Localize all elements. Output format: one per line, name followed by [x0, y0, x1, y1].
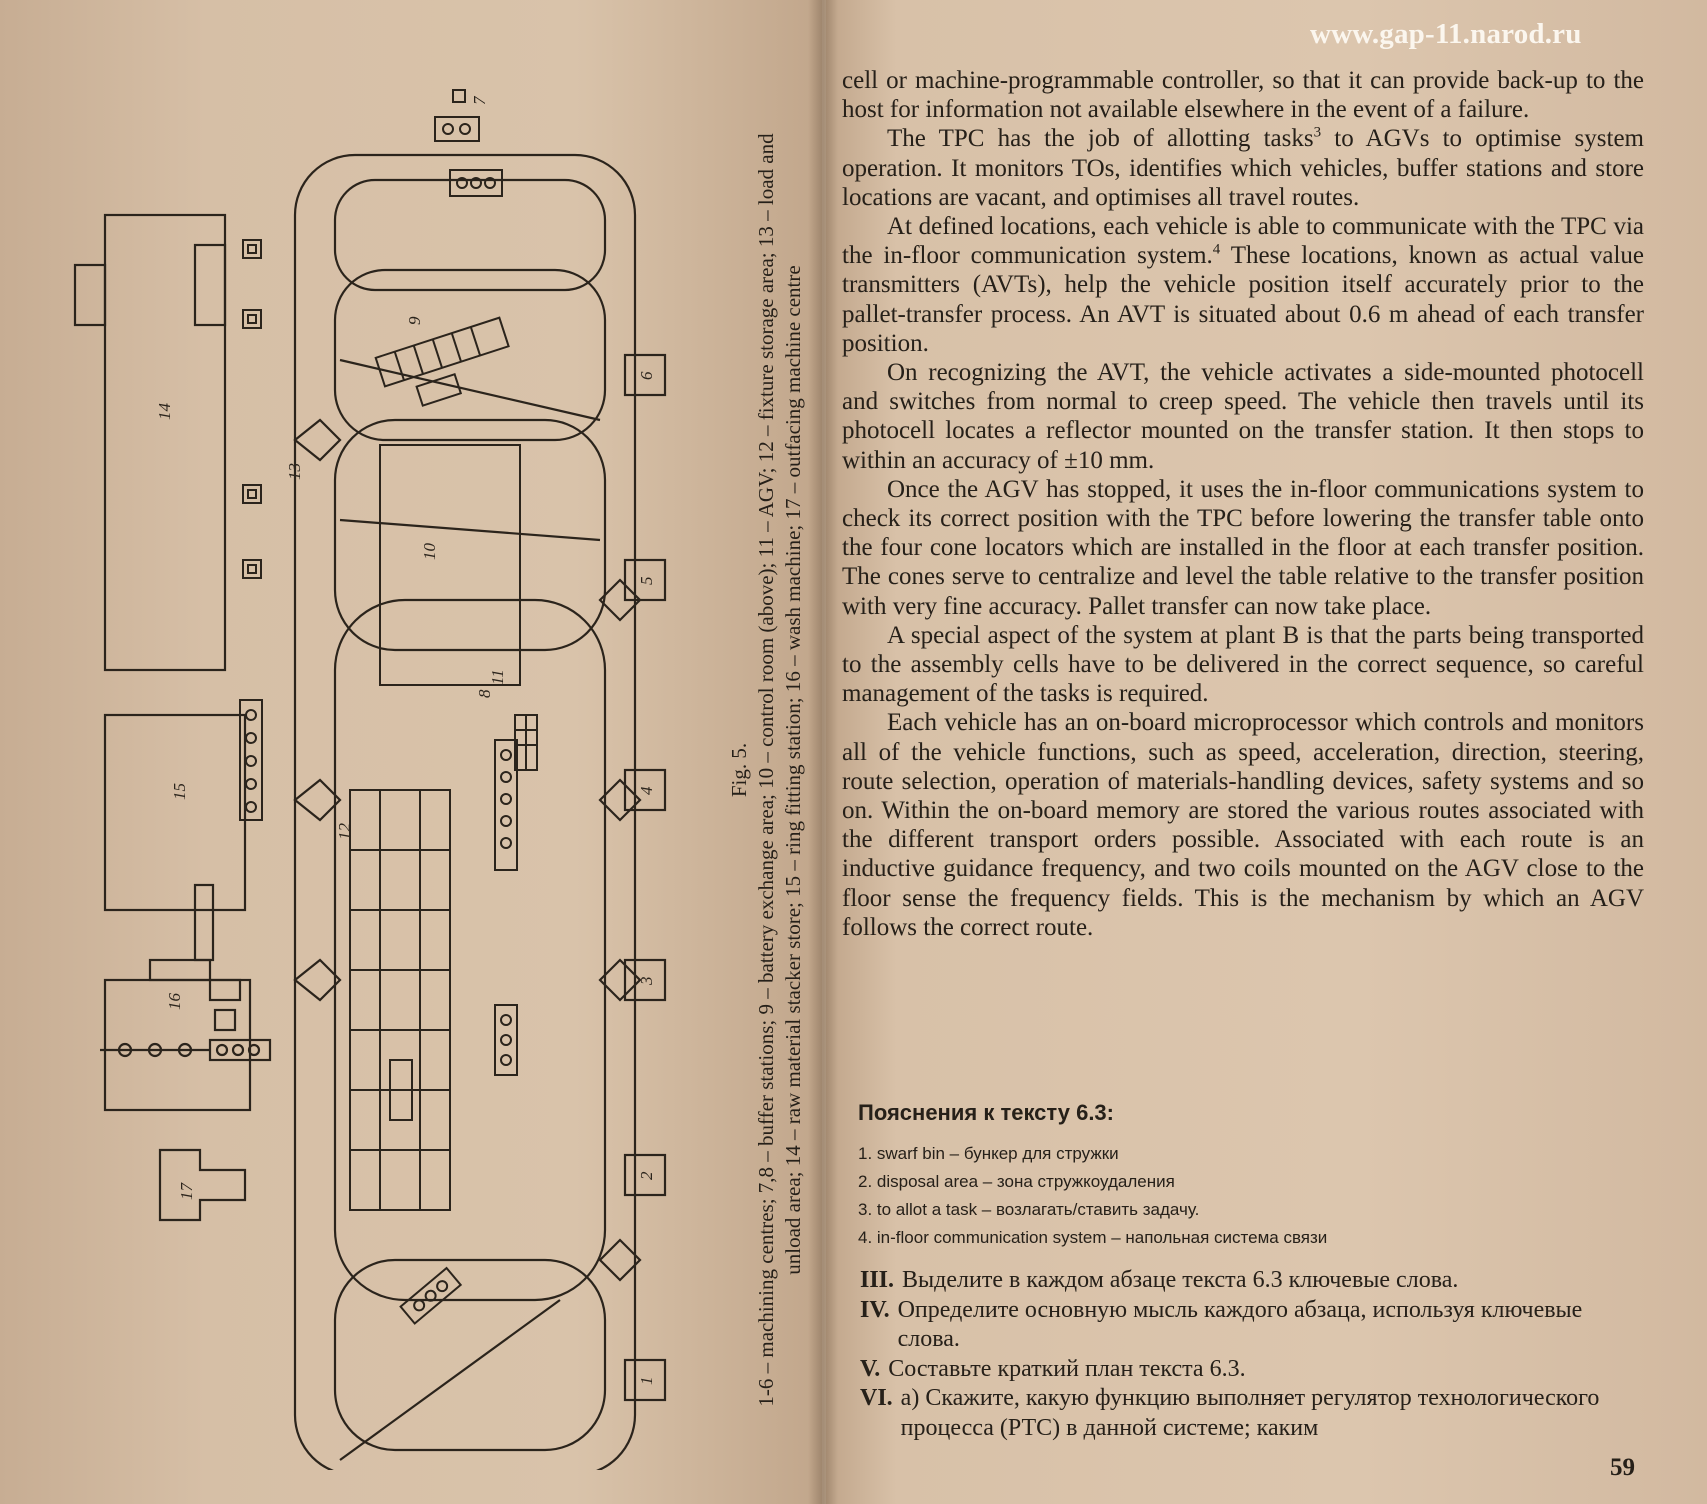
- site-url-watermark: www.gap-11.narod.ru: [1310, 18, 1582, 50]
- note-item-1: 1. swarf bin – бункер для стружки: [858, 1144, 1119, 1163]
- label-2: 2: [637, 1171, 656, 1180]
- paragraph-6: A special aspect of the system at plant …: [842, 621, 1644, 708]
- buffer-station-column-lower: [494, 1004, 518, 1076]
- paragraph-3: At defined locations, each vehicle is ab…: [842, 213, 1644, 357]
- label-4: 4: [637, 786, 656, 795]
- book-gutter: [808, 0, 838, 1504]
- main-text: cell or machine-programmable controller,…: [842, 66, 1644, 942]
- paragraph-4: On recognizing the AVT, the vehicle acti…: [842, 359, 1644, 474]
- note-item-2: 2. disposal area – зона стружкоудаления: [858, 1172, 1175, 1191]
- label-15: 15: [170, 783, 189, 800]
- agv-vehicle: [514, 714, 538, 771]
- inner-track-middle: [333, 418, 607, 652]
- label-5: 5: [637, 577, 656, 586]
- exercise-3: III.Выделите в каждом абзаце текста 6.3 …: [860, 1267, 1459, 1293]
- notes-list: 1. swarf bin – бункер для стружки 2. dis…: [858, 1140, 1618, 1252]
- figure-label: Fig. 5.: [727, 742, 751, 798]
- label-17: 17: [177, 1182, 196, 1201]
- machining-centre-6: [623, 353, 667, 397]
- label-8: 8: [475, 689, 494, 698]
- buffer-station-column-8: [494, 739, 518, 871]
- machining-centre-5: [623, 558, 667, 602]
- notes-title: Пояснения к тексту 6.3:: [858, 1100, 1114, 1125]
- machining-centre-4: [623, 768, 667, 812]
- label-14: 14: [155, 403, 174, 421]
- outfacing-machine-centre: [158, 1148, 247, 1222]
- left-page: [0, 0, 822, 1504]
- exercise-list: III.Выделите в каждом абзаце текста 6.3 …: [860, 1266, 1640, 1443]
- inner-track-lower: [333, 598, 607, 1302]
- paragraph-7: Each vehicle has an on-board microproces…: [842, 709, 1644, 941]
- inner-track-top: [333, 178, 607, 292]
- label-7: 7: [470, 95, 489, 105]
- label-12: 12: [335, 823, 354, 841]
- control-room-outline: [379, 444, 521, 686]
- label-3: 3: [637, 977, 656, 987]
- ring-fitting-station: [103, 713, 247, 912]
- figure-caption: Fig. 5. 1-6 – machining centres; 7,8 – b…: [726, 110, 807, 1430]
- label-9: 9: [405, 316, 424, 325]
- outer-track: [293, 153, 637, 1470]
- fixture-storage-area: [349, 789, 451, 1211]
- label-6: 6: [637, 371, 656, 380]
- wash-machine: [100, 883, 272, 1112]
- note-item-4: 4. in-floor communication system – напол…: [858, 1228, 1328, 1247]
- machining-centre-3: [623, 958, 667, 1002]
- paragraph-2: The TPC has the job of allotting tasks3 …: [842, 125, 1644, 211]
- label-13: 13: [285, 463, 304, 480]
- machining-centre-1: [623, 1358, 667, 1402]
- paragraph-5: Once the AGV has stopped, it uses the in…: [842, 475, 1644, 620]
- machining-centre-2: [623, 1153, 667, 1197]
- inner-track-second: [333, 268, 607, 442]
- note-item-3: 3. to allot a task – возлагать/ставить з…: [858, 1200, 1200, 1219]
- label-10: 10: [420, 543, 439, 561]
- load-unload-area: [239, 239, 263, 821]
- page-number: 59: [1610, 1454, 1635, 1481]
- buffer-station-diagonal: [399, 1266, 463, 1325]
- right-page: [826, 0, 1707, 1504]
- exercise-6: VI.а) Скажите, какую функцию выполняет р…: [860, 1385, 1600, 1441]
- inner-track-bottom: [333, 1258, 607, 1452]
- figure-caption-text: 1-6 – machining centres; 7,8 – buffer st…: [754, 133, 805, 1407]
- raw-material-stacker-store: [73, 213, 227, 672]
- label-1: 1: [637, 1377, 656, 1386]
- buffer-stations: [434, 89, 503, 197]
- battery-exchange-area: [374, 316, 510, 407]
- diagonal-route: [339, 358, 601, 1461]
- exercise-4: IV.Определите основную мысль каждого абз…: [860, 1296, 1583, 1353]
- paragraph-1: cell or machine-programmable controller,…: [842, 67, 1644, 124]
- label-16: 16: [165, 993, 184, 1011]
- exercise-5: V.Составьте краткий план текста 6.3.: [860, 1355, 1246, 1382]
- factory-layout-diagram: 7 6 5 4 3 2 1 9 10 11 8 12 13 14 15 16 1…: [73, 89, 667, 1470]
- label-11: 11: [488, 669, 507, 685]
